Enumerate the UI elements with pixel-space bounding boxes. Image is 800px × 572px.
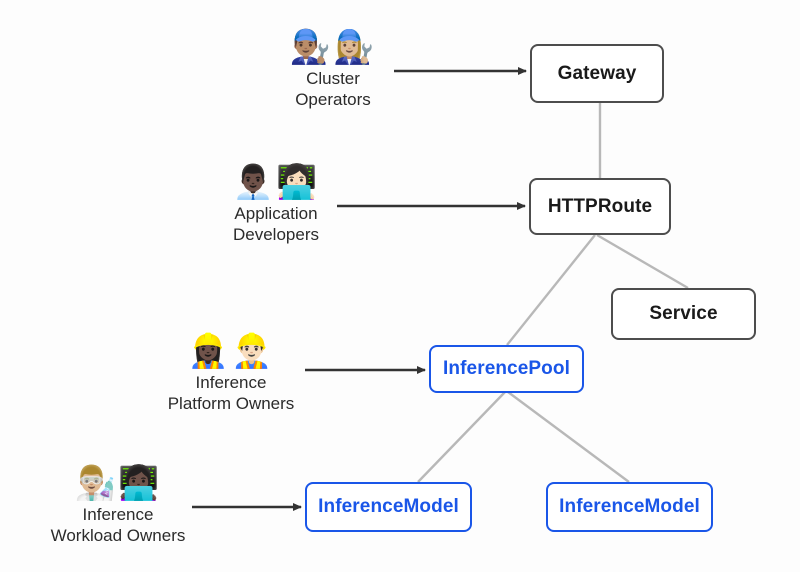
node-httproute-label: HTTPRoute: [547, 195, 653, 217]
node-service[interactable]: Service: [611, 288, 756, 340]
node-gateway-label: Gateway: [557, 62, 637, 84]
actor-application-developers: 👨🏿‍💼👩🏻‍💻 Application Developers: [196, 163, 356, 245]
node-gateway[interactable]: Gateway: [530, 44, 664, 103]
inference-platform-owners-label: Inference Platform Owners: [167, 373, 295, 413]
cluster-operators-label: Cluster Operators: [295, 69, 371, 109]
actor-inference-workload-owners: 👨🏼‍🔬👩🏿‍💻 Inference Workload Owners: [28, 464, 208, 546]
wire-inferencepool-inferencemodel-left: [417, 391, 506, 483]
application-developers-icons: 👨🏿‍💼👩🏻‍💻: [232, 163, 320, 200]
node-httproute[interactable]: HTTPRoute: [529, 178, 671, 235]
node-inferencemodel-right-label: InferenceModel: [559, 496, 700, 517]
cluster-operators-icons: 👨🏽‍🔧👩🏼‍🔧: [289, 28, 377, 65]
node-inferencepool[interactable]: InferencePool: [429, 345, 584, 393]
application-developers-label: Application Developers: [233, 204, 319, 244]
actor-cluster-operators: 👨🏽‍🔧👩🏼‍🔧 Cluster Operators: [260, 28, 406, 110]
actor-inference-platform-owners: 👷🏿‍♀️👷🏻‍♂️ Inference Platform Owners: [145, 332, 317, 414]
node-service-label: Service: [649, 303, 718, 324]
wire-httproute-service: [596, 233, 689, 290]
inference-platform-owners-icons: 👷🏿‍♀️👷🏻‍♂️: [187, 332, 275, 369]
wire-httproute-inferencepool: [506, 234, 596, 346]
wire-inferencepool-inferencemodel-right: [507, 391, 630, 483]
inference-workload-owners-icons: 👨🏼‍🔬👩🏿‍💻: [74, 464, 162, 501]
node-inferencemodel-right[interactable]: InferenceModel: [546, 482, 713, 532]
node-inferencepool-label: InferencePool: [443, 358, 570, 379]
node-inferencemodel-left[interactable]: InferenceModel: [305, 482, 472, 532]
node-inferencemodel-left-label: InferenceModel: [318, 496, 459, 517]
inference-workload-owners-label: Inference Workload Owners: [50, 505, 186, 545]
